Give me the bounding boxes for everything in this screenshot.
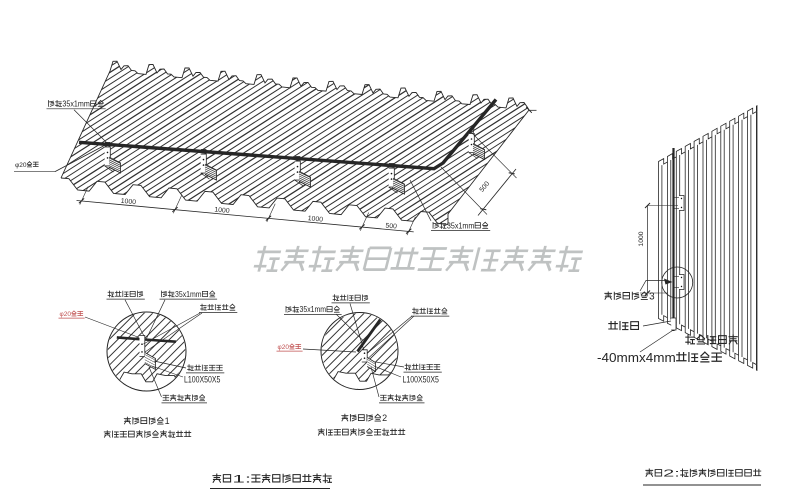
svg-text:35x1mm: 35x1mm (300, 305, 327, 314)
svg-text:φ20: φ20 (278, 344, 290, 351)
svg-text:35x1mm: 35x1mm (175, 290, 202, 299)
svg-text:35x1mm: 35x1mm (62, 100, 90, 109)
svg-text:500: 500 (385, 222, 397, 230)
svg-text:35x1mm: 35x1mm (447, 221, 475, 230)
svg-text:L100X50X5: L100X50X5 (403, 375, 439, 386)
svg-text:-40mmx4mm: -40mmx4mm (597, 350, 676, 365)
svg-text:φ20: φ20 (60, 311, 72, 318)
svg-text:L100X50X5: L100X50X5 (184, 375, 220, 386)
svg-text:1:: 1: (232, 473, 251, 485)
svg-text:φ20: φ20 (15, 162, 27, 169)
svg-text:1: 1 (165, 416, 170, 426)
svg-text:1000: 1000 (307, 215, 323, 223)
svg-text:1000: 1000 (214, 207, 230, 215)
svg-text:1000: 1000 (120, 198, 136, 206)
svg-text:3: 3 (649, 291, 655, 302)
svg-text:1000: 1000 (638, 231, 645, 246)
svg-text:2: 2 (382, 413, 387, 423)
svg-text:2:: 2: (663, 469, 680, 480)
